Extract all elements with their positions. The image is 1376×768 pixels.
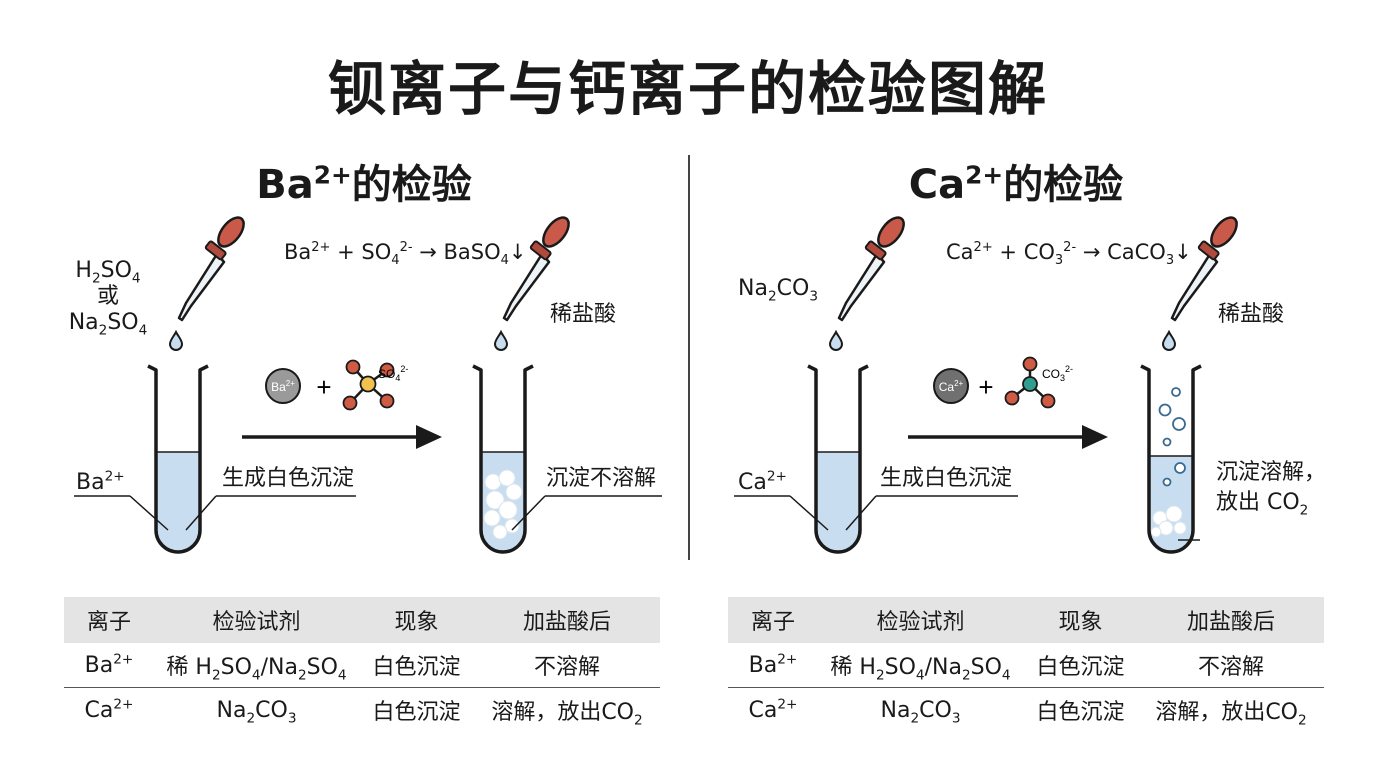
- ba-diagram: Ba2+ + SO42-: [74, 211, 662, 554]
- test-tube-icon: [807, 364, 869, 554]
- ca-section-heading: Ca2+的检验: [766, 152, 1266, 210]
- heading-charge: 2+: [313, 160, 352, 190]
- table-header: 离子: [728, 597, 818, 643]
- acid-label: 稀盐酸: [550, 302, 617, 327]
- result-label: 沉淀不溶解: [546, 466, 657, 491]
- heading-ion: Ca: [908, 162, 966, 208]
- carbonate-molecule-icon: [1004, 356, 1056, 409]
- ion-ball-text: Ca2+: [939, 379, 964, 394]
- precipitate-icon: [483, 469, 523, 540]
- ca-ion-label: Ca2+: [738, 468, 787, 495]
- table-row: Ca2+ Na2CO3 白色沉淀 溶解，放出CO2: [84, 696, 643, 729]
- precipitate-label: 生成白色沉淀: [222, 466, 355, 491]
- table-row: Ca2+ Na2CO3 白色沉淀 溶解，放出CO2: [748, 696, 1307, 729]
- carbonate-formula: CO32-: [1042, 364, 1073, 383]
- test-tube-icon: [472, 364, 534, 554]
- ba-equation: Ba2+ + SO42- → BaSO4↓: [284, 240, 527, 269]
- acid-label: 稀盐酸: [1218, 302, 1285, 327]
- test-tube-icon: [147, 364, 209, 554]
- table-header: 现象: [359, 597, 474, 643]
- heading-suffix: 的检验: [1003, 162, 1124, 208]
- dropper-icon: [837, 211, 910, 322]
- heading-suffix: 的检验: [351, 162, 472, 208]
- sulfate-formula: SO42-: [378, 364, 408, 383]
- barium-ion-icon: [265, 368, 301, 404]
- table-header: 现象: [1023, 597, 1138, 643]
- drop-icon: [1162, 331, 1176, 351]
- drop-icon: [169, 331, 183, 351]
- table-row: Ba2+ 稀 H2SO4/Na2SO4 白色沉淀 不溶解: [64, 643, 660, 688]
- ion-ball-text: Ba2+: [271, 379, 295, 394]
- test-tube-icon: [1140, 364, 1202, 554]
- heading-charge: 2+: [965, 160, 1004, 190]
- ba-ion-label: Ba2+: [76, 468, 125, 495]
- summary-table-right: 离子 检验试剂 现象 加盐酸后 Ba2+ 稀 H2SO4/Na2SO4 白色沉淀…: [728, 597, 1324, 732]
- ca-diagram: Ca2+ + CO32-: [734, 211, 1243, 554]
- reaction-arrow: [242, 425, 442, 449]
- plus-sign: +: [978, 372, 993, 402]
- drop-icon: [829, 331, 843, 351]
- ba-reagent-label: H2SO4 或 Na2SO4: [68, 258, 148, 339]
- section-divider: [688, 155, 690, 560]
- co2-bubbles-icon: [1158, 387, 1186, 487]
- ca-equation: Ca2+ + CO32- → CaCO3↓: [946, 240, 1192, 269]
- reaction-arrow: [908, 425, 1108, 449]
- table-header: 加盐酸后: [1138, 597, 1324, 643]
- table-header: 检验试剂: [818, 597, 1023, 643]
- dissolving-precipitate-icon: [1150, 505, 1187, 538]
- sulfate-molecule-icon: [342, 359, 395, 411]
- heading-ion: Ba: [256, 162, 314, 208]
- plus-sign: +: [316, 372, 331, 402]
- drop-icon: [494, 331, 508, 351]
- precipitate-label: 生成白色沉淀: [880, 466, 1013, 491]
- table-row: Ba2+ 稀 H2SO4/Na2SO4 白色沉淀 不溶解: [728, 643, 1324, 688]
- page-title: 钡离子与钙离子的检验图解: [327, 55, 1048, 123]
- dropper-icon: [177, 211, 250, 322]
- ba-section-heading: Ba2+的检验: [114, 152, 614, 210]
- table-header: 加盐酸后: [474, 597, 660, 643]
- summary-table-left: 离子 检验试剂 现象 加盐酸后 Ba2+ 稀 H2SO4/Na2SO4 白色沉淀…: [64, 597, 660, 732]
- table-header: 离子: [64, 597, 154, 643]
- result-label: 沉淀溶解， 放出 CO2: [1216, 460, 1327, 519]
- table-header: 检验试剂: [154, 597, 359, 643]
- ca-reagent-label: Na2CO3: [738, 276, 818, 305]
- calcium-ion-icon: [933, 368, 969, 404]
